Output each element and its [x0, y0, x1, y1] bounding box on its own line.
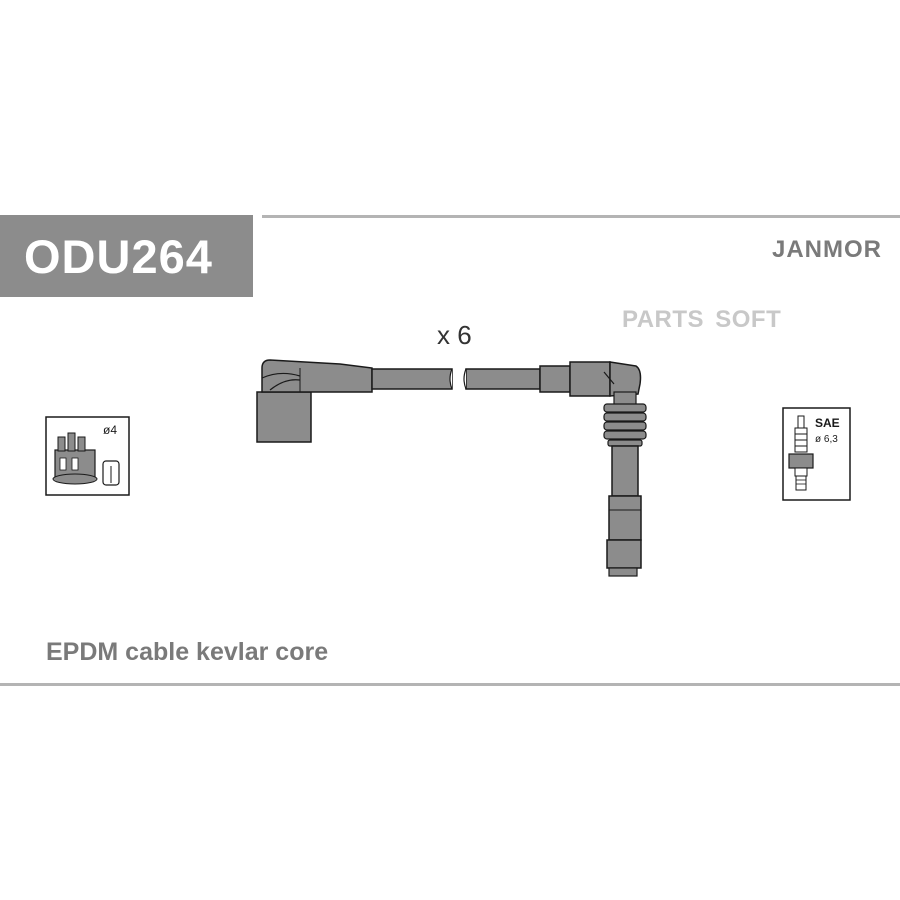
- product-code-box: ODU264: [0, 215, 253, 297]
- bottom-divider: [0, 683, 900, 686]
- left-icon-label: ø4: [103, 423, 117, 437]
- right-icon-label-top: SAE: [815, 416, 840, 430]
- cable-left-segment: [371, 368, 453, 390]
- quantity-label: x 6: [437, 320, 472, 350]
- distributor-cap-icon: ø4: [45, 416, 130, 496]
- right-icon-label-bottom: ø 6,3: [815, 434, 838, 445]
- top-divider: [262, 215, 900, 218]
- cable-right-segment: [463, 368, 541, 390]
- product-code: ODU264: [24, 229, 213, 283]
- left-boot-connector: [256, 359, 373, 443]
- spark-plug-icon: SAE ø 6,3: [782, 407, 851, 501]
- right-boot-connector: [539, 361, 647, 577]
- brand-name: JANMOR: [771, 236, 882, 263]
- cable-description: EPDM cable kevlar core: [46, 638, 329, 666]
- watermark-text: PARTS SOFT: [622, 306, 782, 333]
